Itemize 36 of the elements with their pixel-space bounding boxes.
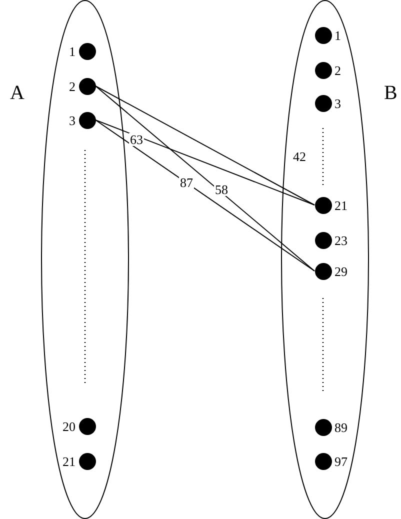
element-label: 89 (334, 420, 348, 434)
element-label: 3 (334, 96, 341, 110)
element-label: 20 (62, 420, 76, 432)
element-point (314, 26, 341, 44)
edge-label: 87 (179, 176, 194, 189)
element-point (62, 452, 96, 470)
edge-label: 42 (292, 150, 307, 163)
element-label: 3 (69, 114, 76, 126)
element-label: 21 (334, 198, 348, 212)
element-point (69, 78, 96, 94)
element-point (62, 418, 96, 434)
set-label: B (384, 83, 398, 103)
element-label: 1 (69, 44, 76, 58)
element-point (314, 262, 348, 280)
element-point (314, 196, 348, 214)
edge-label: 58 (214, 183, 229, 196)
element-point (69, 42, 96, 60)
connector-line (95, 86, 315, 206)
element-label: 29 (334, 264, 348, 278)
connector-line (95, 120, 315, 206)
connector-line (95, 120, 315, 272)
element-label: 1 (334, 28, 341, 42)
element-label: 21 (62, 454, 76, 468)
element-point (314, 452, 348, 470)
element-label: 23 (334, 234, 348, 246)
edge-label: 63 (129, 133, 144, 146)
element-point (69, 112, 96, 128)
element-point (314, 232, 348, 248)
element-point (314, 94, 341, 112)
element-label: 97 (334, 454, 348, 468)
element-point (314, 62, 341, 78)
element-label: 2 (69, 80, 76, 92)
set-label: A (10, 83, 24, 103)
connector-line (95, 86, 315, 272)
element-label: 2 (334, 64, 341, 76)
element-point (314, 418, 348, 436)
